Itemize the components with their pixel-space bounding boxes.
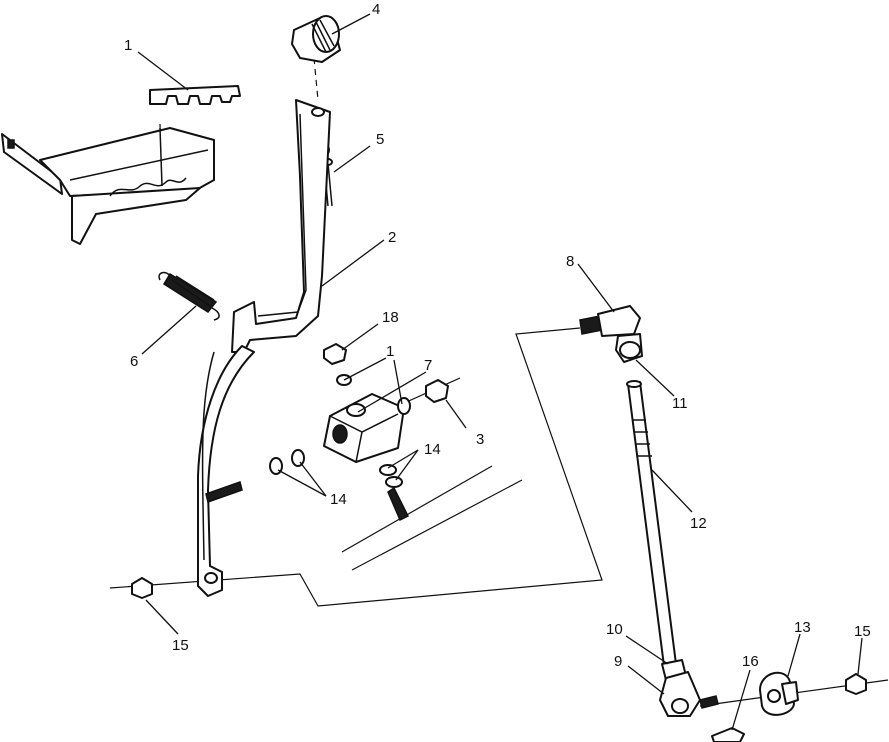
callout-7-block: 7 bbox=[424, 357, 432, 374]
callout-11-joint: 11 bbox=[672, 395, 688, 412]
washer-1b bbox=[397, 397, 411, 415]
bolts bbox=[205, 481, 410, 522]
callout-14-washers-left: 14 bbox=[330, 491, 347, 508]
callout-8-joint: 8 bbox=[566, 253, 574, 270]
callout-16-key: 16 bbox=[742, 653, 759, 670]
callout-14-washers-right: 14 bbox=[424, 441, 441, 458]
washers-14 bbox=[269, 449, 403, 488]
nut-18 bbox=[323, 343, 347, 365]
pivot-block bbox=[323, 393, 405, 463]
key-16 bbox=[711, 727, 745, 742]
pedal-bracket bbox=[1, 127, 215, 245]
steering-rod bbox=[626, 380, 677, 667]
callout-15-nut-right: 15 bbox=[854, 623, 871, 640]
callout-labels: 1 4 5 2 6 18 1 7 3 14 14 15 8 11 12 10 9… bbox=[124, 1, 871, 670]
leader-lines bbox=[137, 13, 863, 731]
callout-1-washer: 1 bbox=[386, 343, 394, 360]
callout-12-rod: 12 bbox=[690, 515, 707, 532]
callout-6-spring: 6 bbox=[130, 353, 138, 370]
callout-10-joint: 10 bbox=[606, 621, 623, 638]
ball-joint-bottom bbox=[659, 659, 719, 717]
callout-13-plate: 13 bbox=[794, 619, 811, 636]
callout-2-lever: 2 bbox=[388, 229, 396, 246]
lever-arm bbox=[197, 99, 331, 597]
callout-9-joint: 9 bbox=[614, 653, 622, 670]
spring bbox=[158, 271, 220, 321]
callout-5-pin: 5 bbox=[376, 131, 384, 148]
callout-4-knob: 4 bbox=[372, 1, 380, 18]
nut-15-right bbox=[845, 673, 867, 695]
knob bbox=[291, 15, 341, 63]
lever-plate bbox=[759, 671, 799, 716]
ball-joint-top bbox=[579, 305, 643, 363]
callout-15-nut-left: 15 bbox=[172, 637, 189, 654]
callout-18-nut: 18 bbox=[382, 309, 399, 326]
clip-plate bbox=[149, 85, 241, 105]
nut-3 bbox=[425, 379, 449, 403]
nut-15-left bbox=[131, 577, 153, 599]
callout-1-clip: 1 bbox=[124, 37, 132, 54]
callout-3-nut: 3 bbox=[476, 431, 484, 448]
